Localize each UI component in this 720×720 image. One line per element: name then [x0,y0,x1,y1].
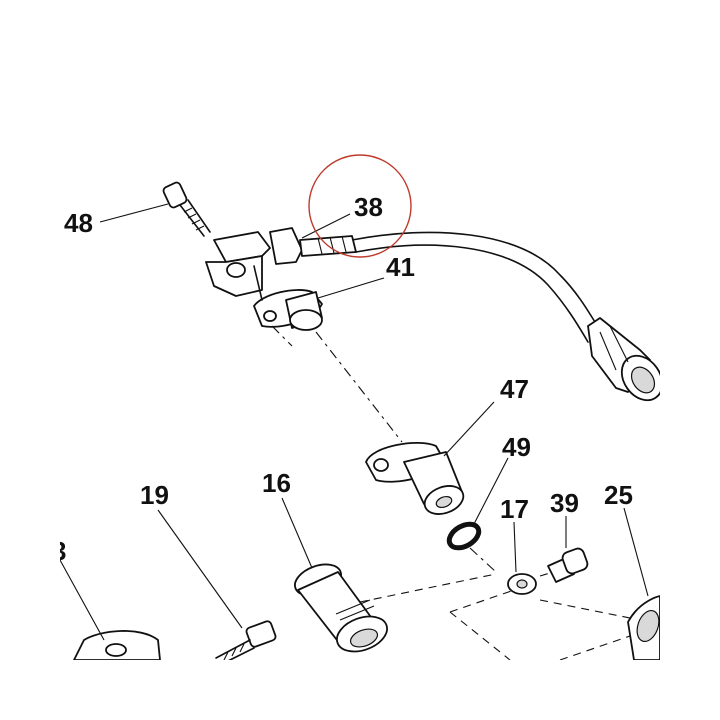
callout-16: 16 [262,468,291,498]
callout-39: 39 [550,488,579,518]
part-47-bushing [365,442,465,515]
part-16-sleeve [294,563,388,653]
part-25-housing [627,595,661,661]
callout-49: 49 [502,432,531,462]
part-17-washer [507,573,537,595]
part-48-bolt [162,181,211,237]
crop-mask-right [660,0,720,720]
callout-48: 48 [64,208,93,238]
crop-mask-left [0,0,60,720]
assembly-axis-41-47 [315,331,403,443]
sensor-cable [351,231,664,402]
callout-25: 25 [604,480,633,510]
callout-17: 17 [500,494,529,524]
assembly-axis-bolt [271,325,293,347]
assembly-axis-25 [449,599,641,661]
callout-19: 19 [140,480,169,510]
callout-41: 41 [386,252,415,282]
leader-lines [59,203,649,641]
part-49-o-ring [446,521,482,551]
assembly-axis-17 [449,587,521,613]
part-cutoff-bracket [73,630,161,661]
highlight-circle-38 [308,154,412,258]
assembly-axis-lower [359,573,497,603]
callout-47: 47 [500,374,529,404]
callout-38: 38 [354,192,383,222]
assembly-axis-49 [469,547,497,573]
part-39-screw [547,547,589,583]
part-41-sensor-body [205,227,357,331]
crop-mask-bottom [0,660,720,720]
